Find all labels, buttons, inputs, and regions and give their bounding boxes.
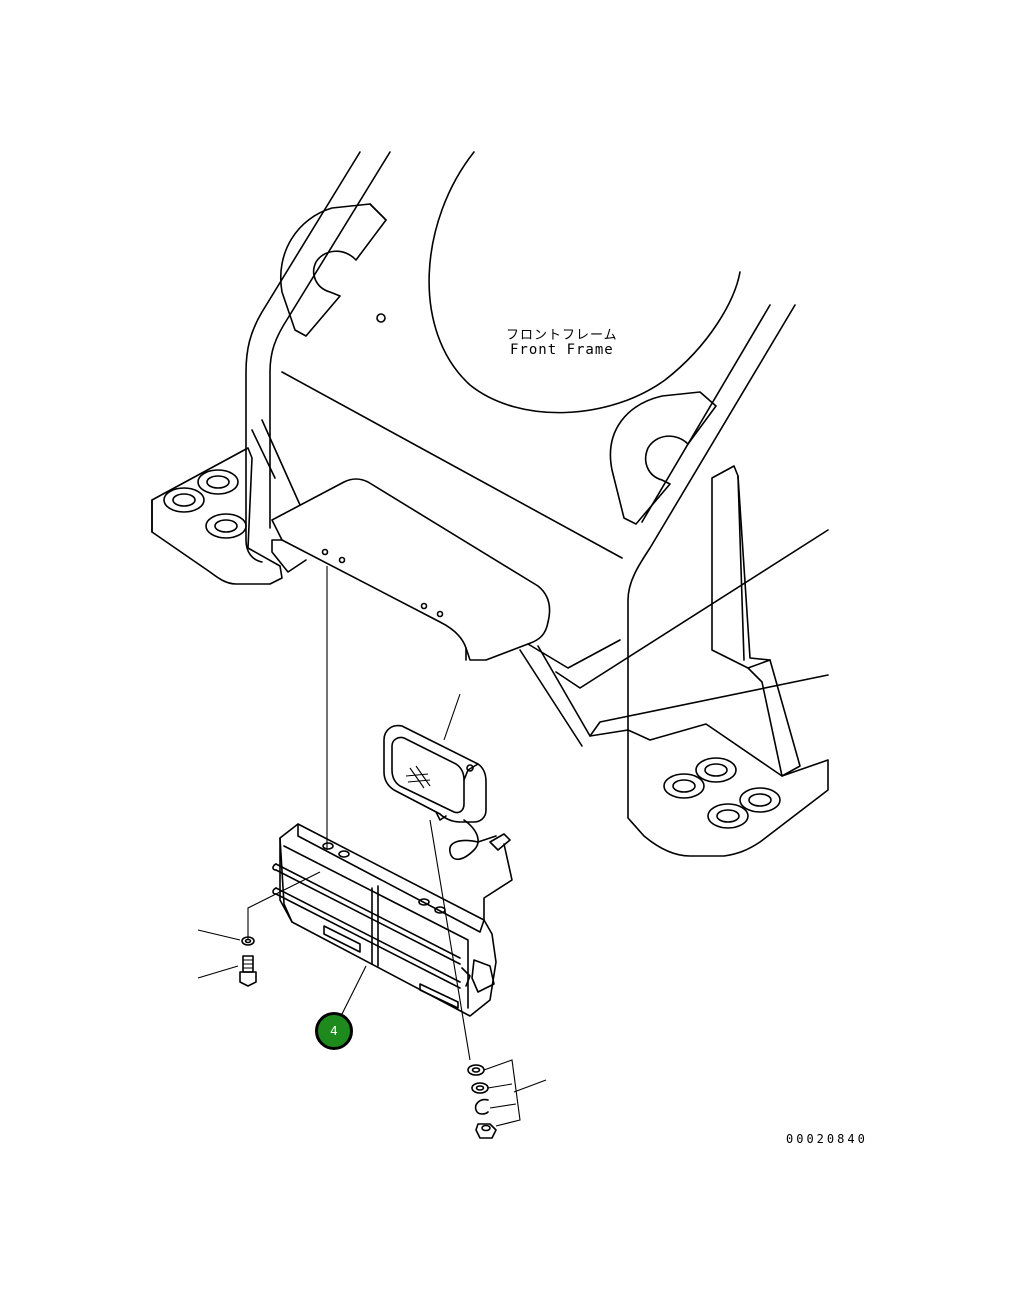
drawing-number: 00020840	[786, 1132, 868, 1146]
part-callout-4[interactable]: 4	[315, 1012, 353, 1050]
front-frame-label-jp: フロントフレーム	[506, 328, 618, 343]
callout-leader	[341, 965, 367, 1015]
front-frame-label-en: Front Frame	[510, 342, 614, 358]
front-frame	[151, 151, 829, 857]
work-lamp	[383, 724, 513, 921]
fastener-set-right	[467, 1059, 547, 1139]
lamp-guard	[272, 823, 497, 1017]
assembly-lines	[326, 566, 471, 1061]
part-callout-number: 4	[330, 1024, 338, 1038]
bolt-set-left	[197, 871, 321, 987]
